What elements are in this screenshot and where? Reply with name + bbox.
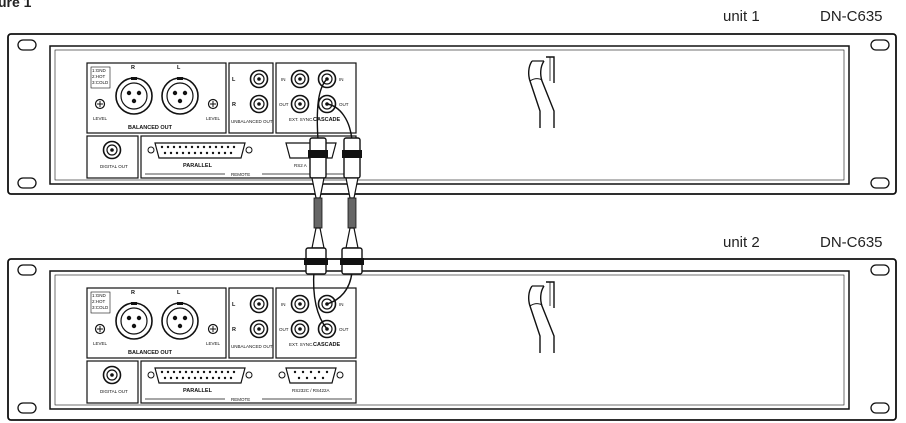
rca-plug-icon [340,227,364,275]
ext-sync-label: EXT. SYNC. [289,342,314,347]
level-right-label: LEVEL [206,341,221,346]
unit-1-label: unit 1 [723,8,760,25]
digital-out-label: DIGITAL OUT [100,389,128,394]
rca-plug-icon [308,137,328,199]
rca-jack-icon [290,319,310,339]
unbalanced-out-label: UNBALANCED OUT [231,119,273,124]
rca-jack-icon [249,294,269,314]
rca-plug-icon [342,137,362,199]
unit-1-model: DN-C635 [820,8,883,25]
sync-out-label: OUT [279,327,289,332]
sync-out-label: OUT [279,102,289,107]
cascade-out-label: OUT [339,327,349,332]
unbalanced-out-label: UNBALANCED OUT [231,344,273,349]
rca-jack-icon [290,94,310,114]
xlr-connector-icon [115,76,153,115]
pin-legend-3: 3:COLD [92,305,109,310]
cascade-label: CASCADE [313,342,341,348]
rca-l-label: L [232,302,236,308]
rca-r-label: R [232,102,236,108]
rca-jack-icon [290,69,310,89]
sync-in-label: IN [281,302,286,307]
db9-connector-icon [278,367,344,384]
ext-sync-label: EXT. SYNC. [289,117,314,122]
balanced-out-label: BALANCED OUT [128,350,173,356]
cascade-cable-right [326,103,364,305]
level-left-label: LEVEL [93,341,108,346]
pin-legend-2: 2:HOT [92,74,106,79]
unit-2-panel: 1:GND 2:HOT 3:COLD R L LEVEL LEVEL BALAN… [86,281,555,404]
remote-label: REMOTE [231,172,250,177]
xlr-connector-icon [161,301,199,340]
digital-out-label: DIGITAL OUT [100,164,128,169]
xlr-r-label: R [131,65,135,71]
rca-plug-icon [304,227,328,275]
rca-jack-icon [249,69,269,89]
rack-ear-hole-icon [17,264,890,414]
cascade-in-label: IN [339,77,344,82]
level-left-label: LEVEL [93,116,108,121]
pin-legend-1: 1:GND [92,293,107,298]
rca-l-label: L [232,77,236,83]
serial-label: RS2 A [294,163,307,168]
level-right-label: LEVEL [206,116,221,121]
pin-legend-2: 2:HOT [92,299,106,304]
unit-2-label: unit 2 [723,234,760,251]
balanced-out-label: BALANCED OUT [128,125,173,131]
remote-label: REMOTE [231,397,250,402]
xlr-l-label: L [177,65,181,71]
rca-jack-icon [290,294,310,314]
rca-jack-icon [249,319,269,339]
figure-header: ure 1 [0,0,32,10]
xlr-connector-icon [161,76,199,115]
rack-ear-hole-icon [17,39,890,189]
parallel-label: PARALLEL [183,163,213,169]
rca-jack-icon [102,140,122,160]
serial-label: RS232C / RS422A [292,388,330,393]
cascade-in-label: IN [339,302,344,307]
xlr-connector-icon [115,301,153,340]
rca-r-label: R [232,327,236,333]
rca-jack-icon [102,365,122,385]
pin-legend-1: 1:GND [92,68,107,73]
sync-in-label: IN [281,77,286,82]
xlr-r-label: R [131,290,135,296]
unit-2-model: DN-C635 [820,234,883,251]
rca-jack-icon [249,94,269,114]
xlr-l-label: L [177,290,181,296]
db25-connector-icon [147,142,253,159]
cascade-label: CASCADE [313,117,341,123]
pin-legend-3: 3:COLD [92,80,109,85]
cascade-cable-left [304,78,328,330]
db25-connector-icon [147,367,253,384]
parallel-label: PARALLEL [183,388,213,394]
cascade-out-label: OUT [339,102,349,107]
